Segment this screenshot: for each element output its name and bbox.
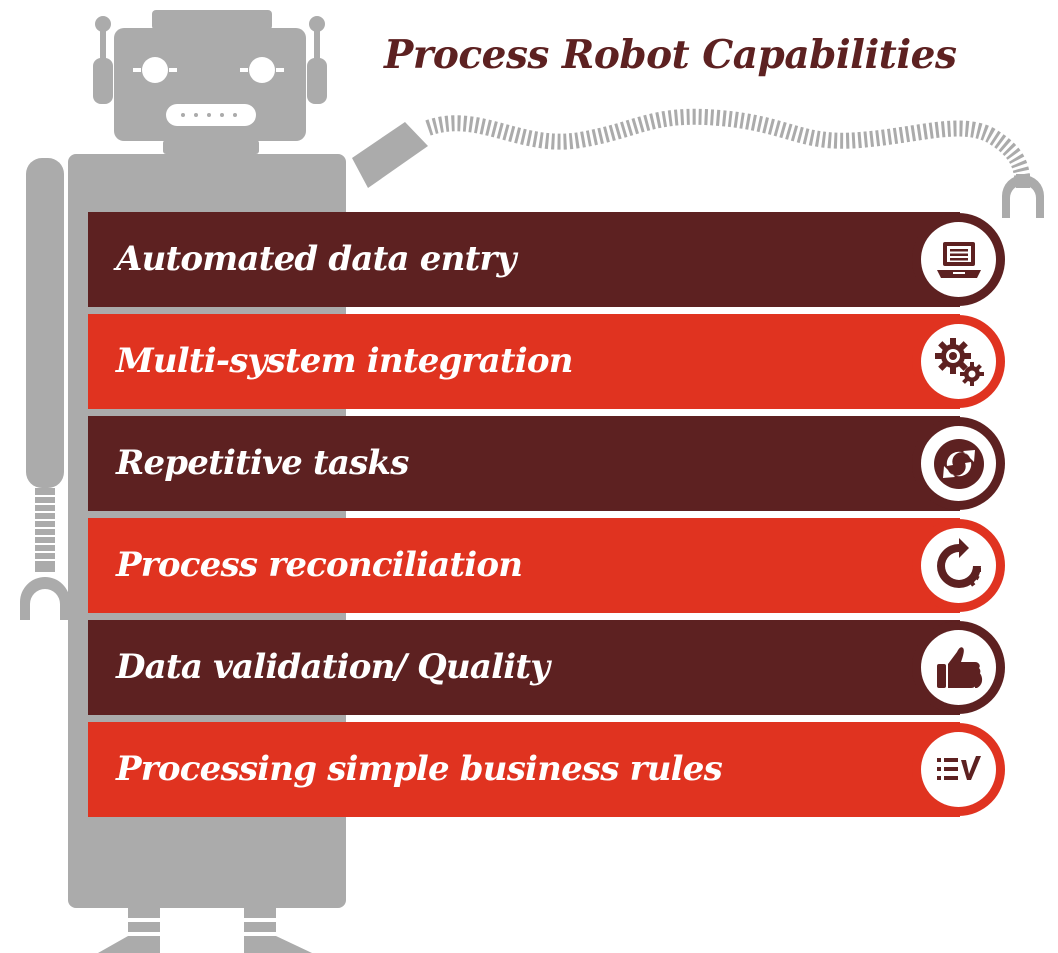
- laptop-icon: [936, 241, 981, 278]
- capability-band: [88, 518, 960, 613]
- capability-band: [88, 314, 960, 409]
- capability-item: Data validation/ Quality: [88, 620, 1008, 715]
- thumbs-up-icon: [936, 646, 982, 688]
- capability-item: Repetitive tasks: [88, 416, 1008, 511]
- capability-badge: [912, 621, 1005, 714]
- capability-badge: [912, 417, 1005, 510]
- gears-icon: [934, 337, 984, 386]
- capability-label: Automated data entry: [116, 239, 516, 279]
- capability-label: Processing simple business rules: [116, 749, 723, 789]
- capability-badge: [912, 315, 1005, 408]
- capability-label: Multi-system integration: [116, 341, 574, 381]
- capability-item: Multi-system integration: [88, 314, 1008, 409]
- capability-label: Repetitive tasks: [116, 443, 409, 483]
- checklist-icon: [936, 755, 981, 780]
- capability-list: Automated data entry Multi-system integr…: [88, 212, 1008, 824]
- capability-band: [88, 416, 960, 511]
- capability-item: Processing simple business rules: [88, 722, 1008, 817]
- capability-label: Data validation/ Quality: [116, 647, 550, 687]
- page-title: Process Robot Capabilities: [384, 32, 957, 78]
- capability-label: Process reconciliation: [116, 545, 523, 585]
- capability-badge: [912, 213, 1005, 306]
- capability-band: [88, 620, 960, 715]
- capability-badge: [912, 723, 1005, 816]
- capability-item: Process reconciliation: [88, 518, 1008, 613]
- capability-band: [88, 212, 960, 307]
- reconcile-cycle-icon: [936, 537, 981, 588]
- refresh-icon: [933, 438, 984, 489]
- capability-item: Automated data entry: [88, 212, 1008, 307]
- capability-band: [88, 722, 960, 817]
- capability-badge: [912, 519, 1005, 612]
